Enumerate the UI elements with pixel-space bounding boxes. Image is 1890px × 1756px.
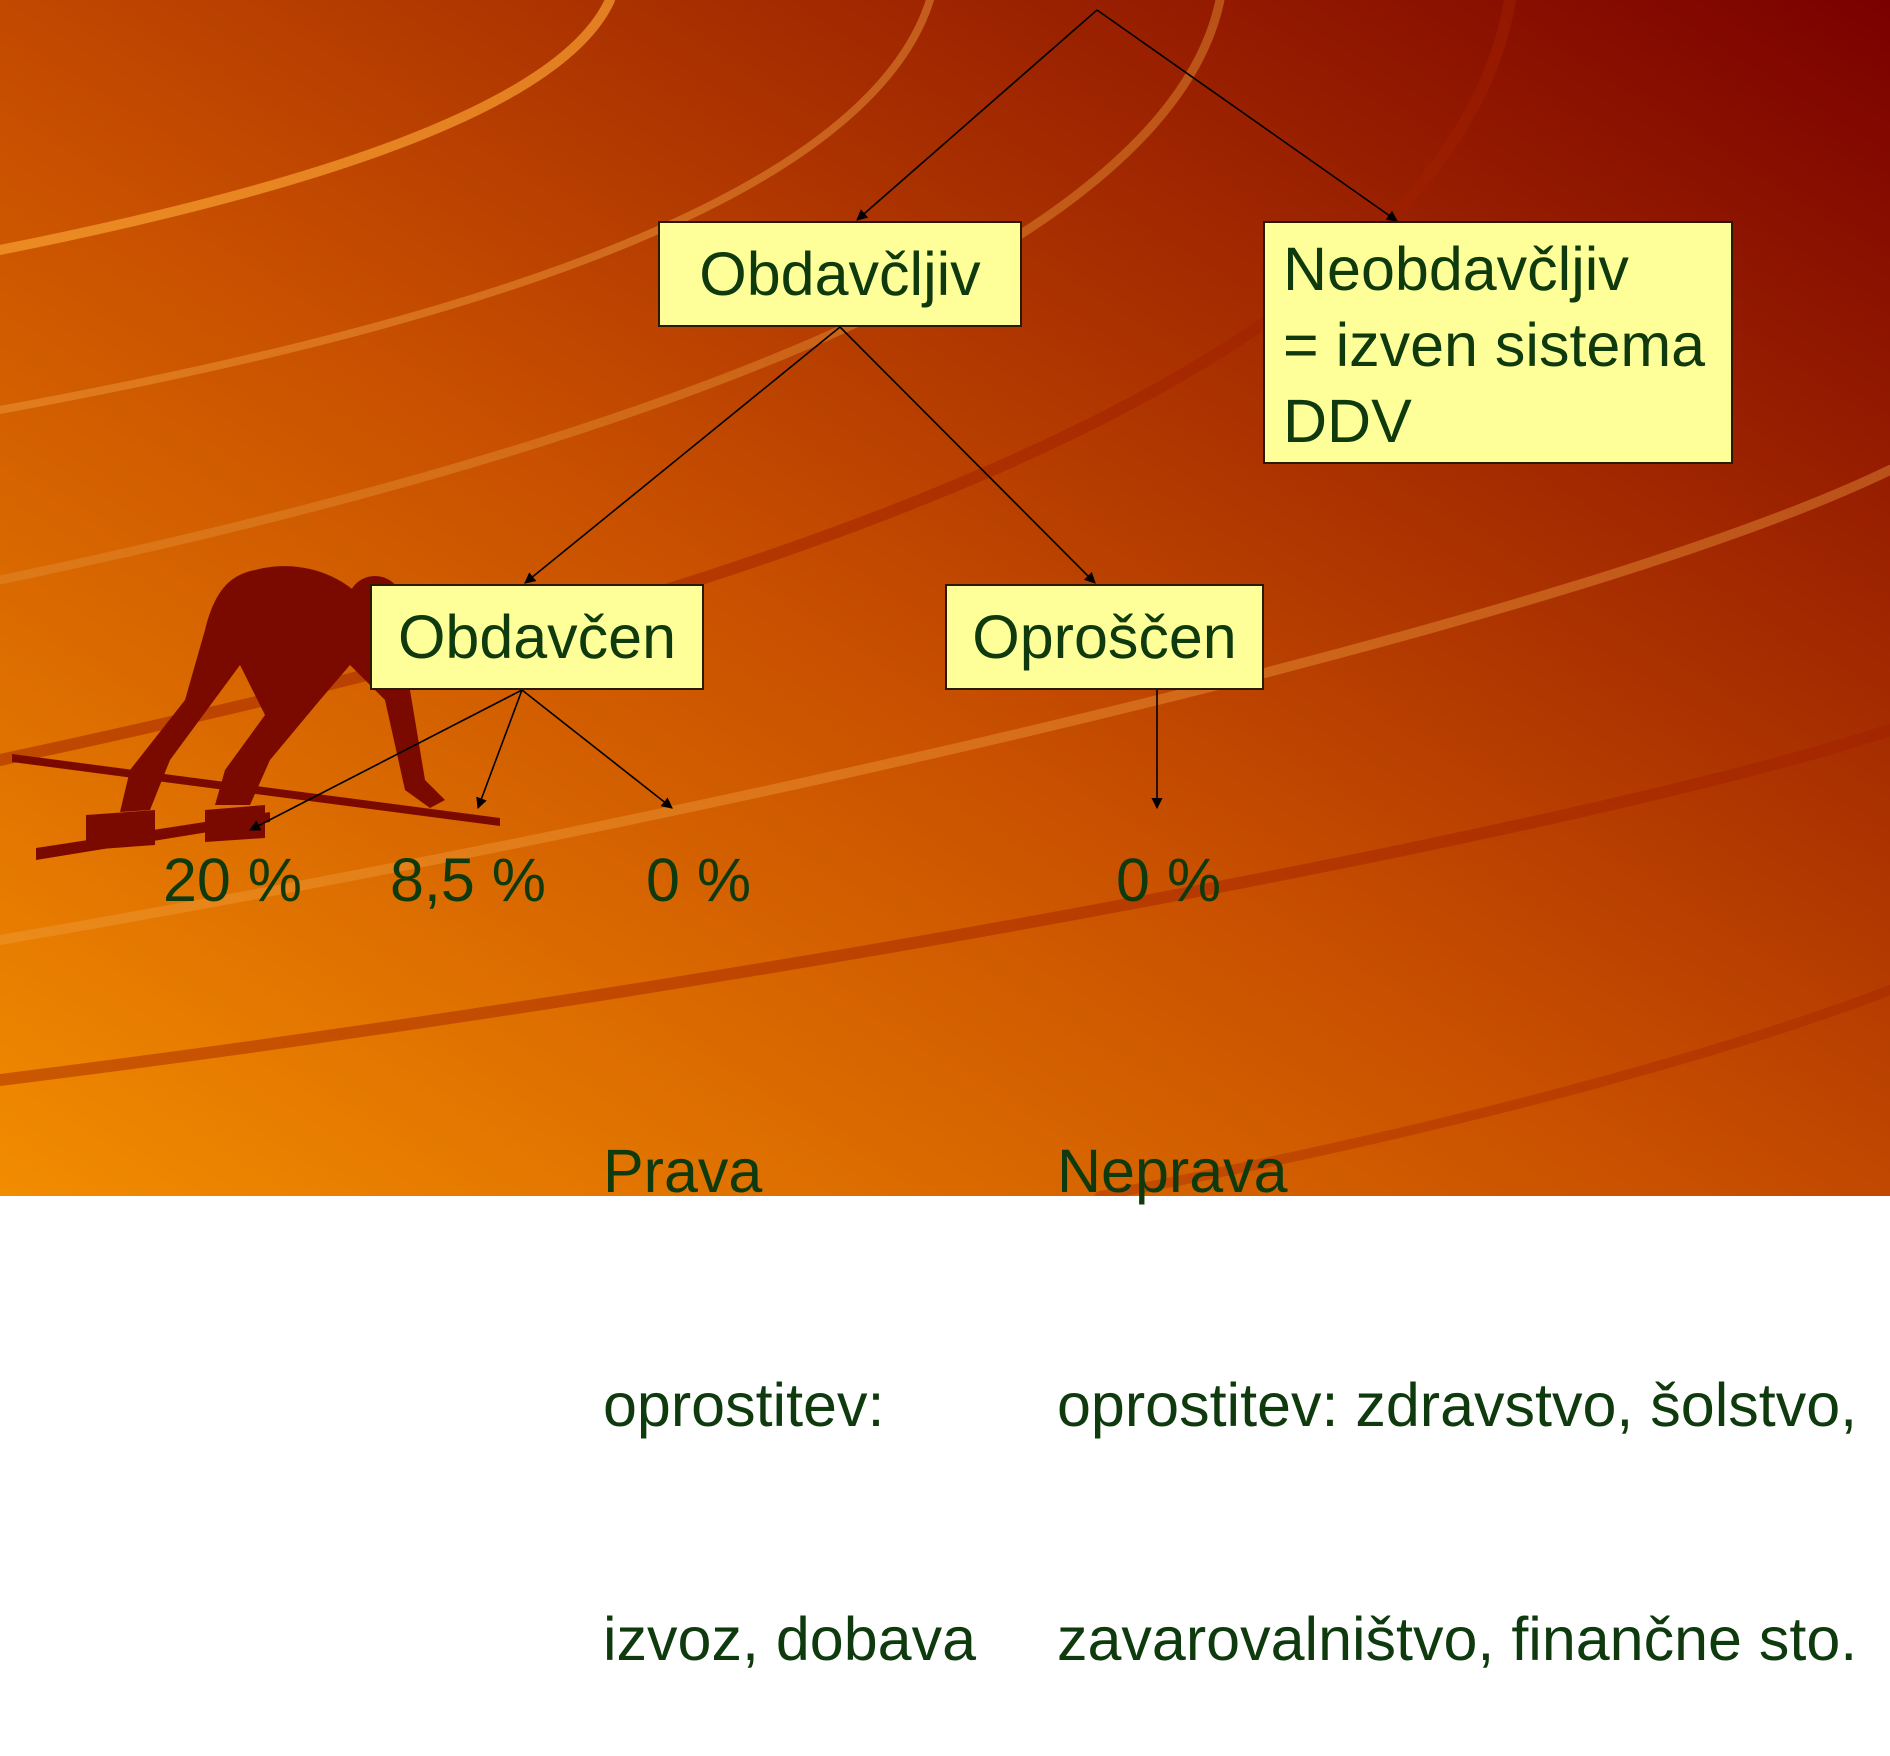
note-prava-line1: Prava — [603, 1137, 763, 1205]
note-prava-oprostitev: Prava oprostitev: izvoz, dobava — [603, 976, 976, 1756]
connector-arrows — [249, 9, 1398, 831]
node-neobdavcljiv-line1: Neobdavčljiv — [1283, 235, 1629, 303]
rate-8-5-percent: 8,5 % — [390, 846, 546, 914]
node-neobdavcljiv: Neobdavčljiv = izven sistema DDV — [1263, 221, 1733, 464]
rate-0-percent-neprava: 0 % — [1116, 846, 1222, 914]
rate-0-percent-prava: 0 % — [646, 846, 752, 914]
node-neobdavcljiv-line2: = izven sistema — [1283, 311, 1706, 379]
rate-20-percent: 20 % — [163, 846, 303, 914]
note-neprava-oprostitev: Neprava oprostitev: zdravstvo, šolstvo, … — [1057, 976, 1857, 1756]
note-prava-line2: oprostitev: — [603, 1371, 885, 1439]
note-neprava-line2: oprostitev: zdravstvo, šolstvo, — [1057, 1371, 1858, 1439]
node-oproscen: Oproščen — [945, 584, 1264, 690]
node-obdavcen-label: Obdavčen — [397, 603, 677, 671]
node-obdavcljiv: Obdavčljiv — [658, 221, 1022, 327]
note-neprava-line3: zavarovalništvo, finančne sto. — [1057, 1605, 1858, 1673]
note-neprava-line1: Neprava — [1057, 1137, 1288, 1205]
node-obdavcen: Obdavčen — [370, 584, 704, 690]
note-prava-line3: izvoz, dobava — [603, 1605, 976, 1673]
slide-background — [0, 0, 1890, 1196]
node-obdavcljiv-label: Obdavčljiv — [699, 240, 981, 308]
node-oproscen-label: Oproščen — [972, 603, 1237, 671]
node-neobdavcljiv-line3: DDV — [1283, 387, 1412, 455]
